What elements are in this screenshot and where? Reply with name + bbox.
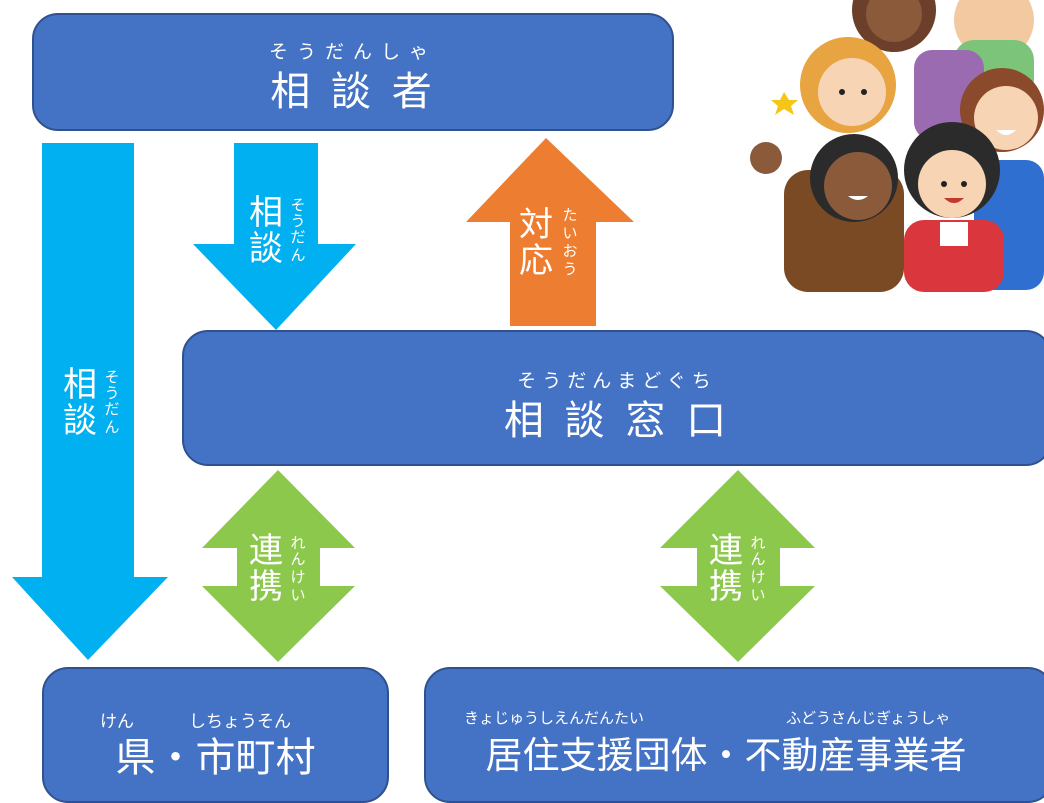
consultation-window-ruby: そうだんまどぐち [517, 370, 717, 392]
link-arrow-left [202, 470, 355, 662]
consultant-box: そうだんしゃ 相 談 者 [32, 13, 674, 131]
realestate-ruby: ふどうさんじぎょうしゃ [786, 709, 951, 727]
consultant-label: 相 談 者 [270, 69, 436, 115]
response-arrow [466, 138, 634, 326]
cheering-people-illustration [750, 0, 1044, 292]
sparkle-icon [771, 92, 798, 115]
municipality-ruby: しちょうそん [189, 712, 291, 732]
consultation-window-label: 相 談 窓 口 [503, 398, 731, 444]
prefecture-municipality-label: 県・市町村 [115, 735, 316, 781]
housing-support-realestate-label: 居住支援団体・不動産事業者 [485, 734, 967, 777]
housing-support-ruby: きょじゅうしえんだんたい [464, 709, 645, 727]
consult-arrow-middle [193, 143, 356, 330]
consultant-ruby: そうだんしゃ [268, 41, 437, 63]
link-arrow-right [660, 470, 815, 662]
consult-arrow-left [12, 143, 168, 660]
consultation-window-box: そうだんまどぐち 相 談 窓 口 [182, 330, 1044, 466]
housing-support-realestate-box: きょじゅうしえんだんたい ふどうさんじぎょうしゃ 居住支援団体・不動産事業者 [424, 667, 1044, 803]
prefecture-municipality-box: けん しちょうそん 県・市町村 [42, 667, 389, 803]
prefecture-ruby: けん [100, 712, 134, 732]
